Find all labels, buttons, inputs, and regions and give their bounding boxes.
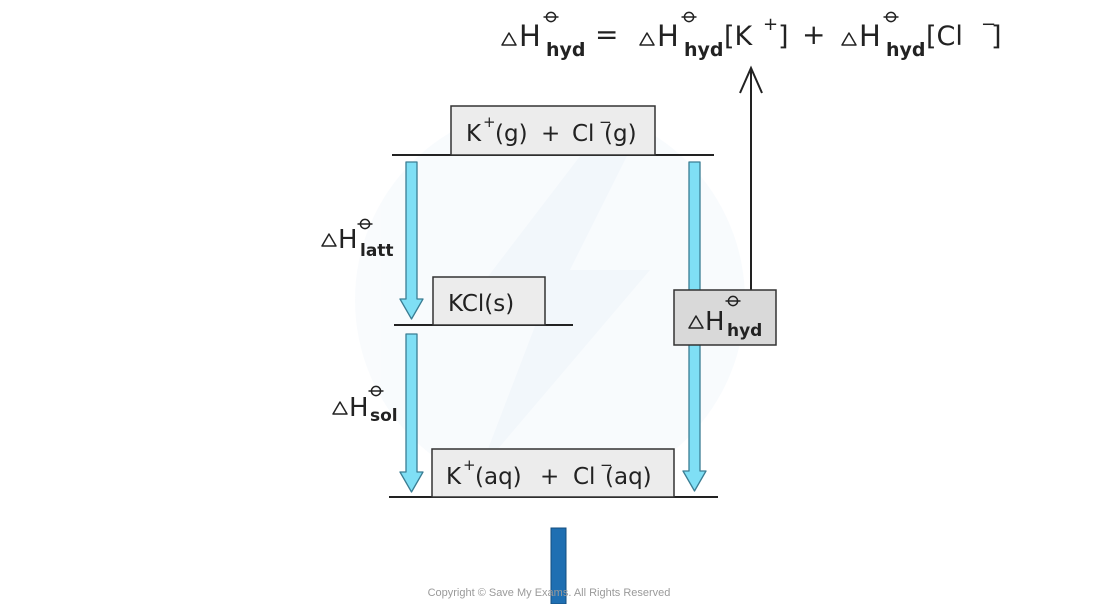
potassium-ion: K [466, 121, 482, 147]
ion-charge: − [600, 456, 613, 474]
enthalpy-symbol: H [705, 307, 725, 337]
level-box [431, 448, 675, 498]
watermark-logo [355, 105, 745, 495]
ion-charge: − [599, 113, 612, 131]
delta-icon [639, 32, 655, 46]
level-box [450, 105, 656, 156]
enthalpy-subscript: hyd [546, 39, 586, 61]
bracket-close: ] [991, 21, 1002, 52]
ion-charge: − [981, 14, 996, 35]
level-box [673, 289, 777, 346]
enthalpy-symbol: H [859, 19, 881, 53]
potassium-ion: K [446, 464, 462, 490]
lattice-enthalpy-label: H latt [321, 218, 394, 261]
bracket-close: ] [778, 21, 789, 52]
chloride-ion: Cl [573, 464, 595, 490]
hydration-enthalpy-box: H hyd [673, 289, 777, 346]
bracket-ion: [Cl [926, 21, 963, 52]
equation-lhs: H hyd [501, 11, 586, 61]
enthalpy-subscript: hyd [684, 39, 724, 61]
enthalpy-subscript: sol [370, 406, 398, 426]
level-box [432, 276, 546, 326]
enthalpy-symbol: H [657, 19, 679, 53]
solid-lattice-level: KCl(s) [394, 276, 573, 326]
equation-term-k: H hyd [K + ] [639, 11, 789, 61]
delta-icon [841, 32, 857, 46]
aqueous-ions-level: K + (aq) + Cl − (aq) [389, 448, 718, 498]
plus-sign: + [541, 121, 560, 147]
ion-charge: + [483, 113, 496, 131]
enthalpy-subscript: latt [360, 241, 394, 261]
state-symbol: (aq) [605, 464, 652, 490]
state-symbol: (aq) [475, 464, 522, 490]
chloride-ion: Cl [572, 121, 594, 147]
copyright-text: Copyright © Save My Exams. All Rights Re… [428, 587, 671, 599]
delta-icon [332, 401, 348, 415]
state-symbol: (g) [604, 121, 637, 147]
solid-formula: KCl(s) [448, 291, 514, 317]
solution-enthalpy-arrow [399, 333, 424, 493]
enthalpy-subscript: hyd [727, 321, 762, 341]
state-symbol: (g) [495, 121, 528, 147]
equation-term-cl: H hyd [Cl − ] [841, 11, 1002, 61]
bracket-ion: [K [724, 21, 754, 52]
delta-icon [501, 32, 517, 46]
enthalpy-symbol: H [349, 393, 369, 423]
plus-sign: + [540, 464, 559, 490]
equals-sign: = [595, 18, 618, 51]
equation-link-arrow [739, 65, 763, 290]
standard-state-icon [882, 11, 900, 23]
hydration-equation: H hyd = H hyd [K + ] + H hyd [Cl − ] [501, 11, 1002, 61]
delta-icon [321, 233, 337, 247]
lattice-enthalpy-arrow [399, 161, 424, 320]
solution-enthalpy-label: H sol [332, 385, 398, 426]
standard-state-icon [542, 11, 560, 23]
enthalpy-symbol: H [338, 225, 358, 255]
plus-sign: + [802, 18, 825, 51]
enthalpy-subscript: hyd [886, 39, 926, 61]
ion-charge: + [763, 14, 778, 35]
ion-charge: + [463, 456, 476, 474]
footer-bar [550, 527, 567, 604]
gaseous-ions-level: K + (g) + Cl − (g) [392, 105, 714, 156]
enthalpy-symbol: H [519, 19, 541, 53]
standard-state-icon [680, 11, 698, 23]
